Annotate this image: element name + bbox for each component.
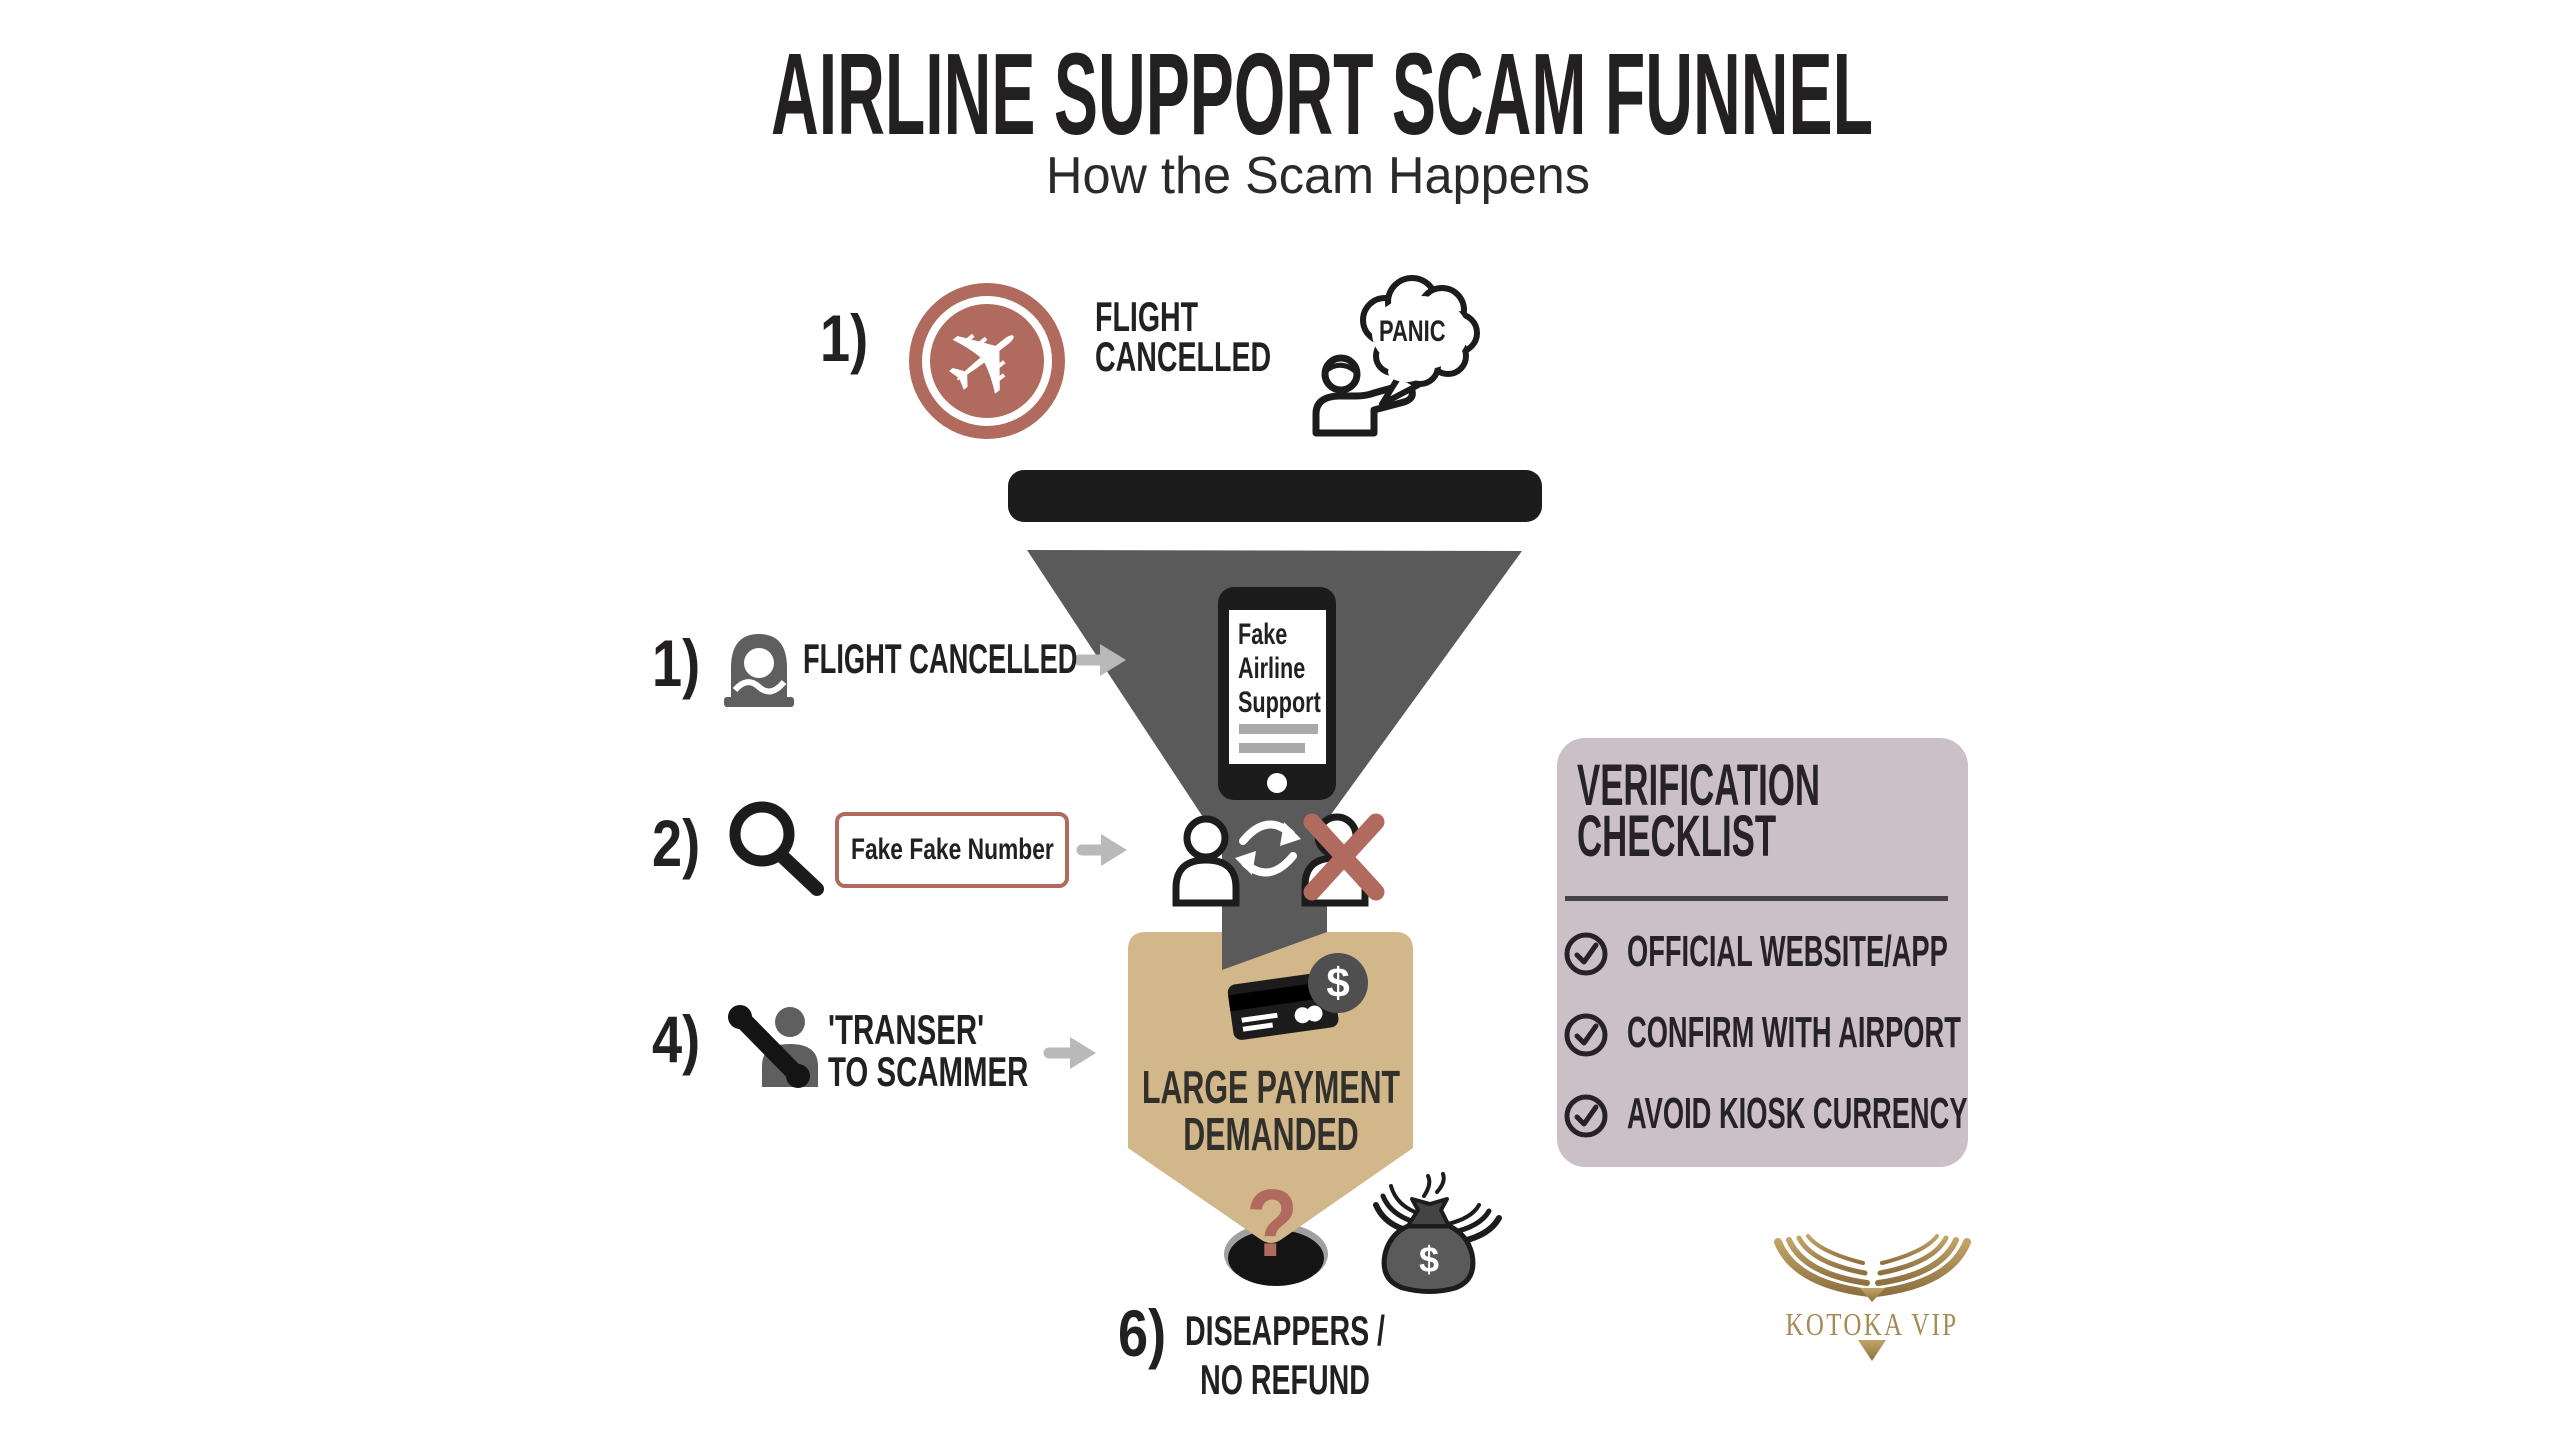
flight-cancelled-badge-icon: ✈ [909, 283, 1065, 439]
checklist-item: CONFIRM WITH AIRPORT [1627, 1008, 1961, 1057]
disappears-no-refund-label: DISEAPPERS / NO REFUND [1185, 1307, 1385, 1404]
transfer-to-scammer-label: 'TRANSER' TO SCAMMER [828, 1006, 1029, 1095]
svg-text:$: $ [1419, 1239, 1439, 1280]
fake-support-phone-icon [1218, 587, 1336, 800]
flying-money-bag-icon: $ [1373, 1172, 1502, 1294]
step-number: 1) [820, 301, 869, 375]
step-number: 1) [652, 626, 701, 700]
checklist-item: OFFICIAL WEBSITE/APP [1627, 927, 1948, 976]
kotoka-vip-wings-icon [1774, 1234, 1971, 1361]
fake-airline-support-label: Fake Airline Support [1238, 618, 1321, 719]
step-number: 6) [1118, 1296, 1167, 1370]
fake-number-box: Fake Fake Number [835, 812, 1069, 888]
step-number: 4) [652, 1002, 701, 1076]
flight-cancelled-row-label: FLIGHT CANCELLED [803, 635, 1078, 682]
panic-label: PANIC [1379, 315, 1446, 348]
traveler-bust-icon [724, 634, 794, 707]
black-hole-icon [1224, 1223, 1328, 1286]
arrow-right-icon [1073, 644, 1126, 676]
dollar-coin-icon: $ [1308, 953, 1368, 1013]
flight-cancelled-label: FLIGHT CANCELLED [1095, 293, 1272, 380]
checklist-item: AVOID KIOSK CURRENCY [1627, 1089, 1968, 1138]
check-circle-icon [1564, 932, 1608, 976]
verification-checklist-panel [1557, 738, 1968, 1167]
step-number: 2) [652, 806, 701, 880]
scammer-x-icon [1303, 813, 1385, 901]
check-circle-icon [1564, 1013, 1608, 1057]
large-payment-label: LARGE PAYMENT DEMANDED [1141, 1061, 1401, 1160]
panic-speech-bubble-icon [1360, 275, 1480, 407]
search-icon [729, 801, 824, 896]
page-title: AIRLINE SUPPORT SCAM FUNNEL [770, 29, 1874, 159]
checklist-title: VERIFICATION CHECKLIST [1577, 753, 1820, 870]
question-mark: ? [1246, 1170, 1298, 1277]
arrow-right-icon [1076, 834, 1127, 866]
arrow-right-icon [1043, 1037, 1096, 1069]
phone-call-person-icon [728, 1005, 818, 1088]
checklist-divider [1565, 896, 1948, 901]
kotoka-vip-logo-text: KOTOKA VIP [1785, 1306, 1959, 1342]
page-subtitle: How the Scam Happens [1046, 147, 1590, 205]
svg-text:$: $ [1326, 959, 1349, 1006]
funnel-top-bar [1008, 470, 1542, 522]
check-circle-icon [1564, 1094, 1608, 1138]
